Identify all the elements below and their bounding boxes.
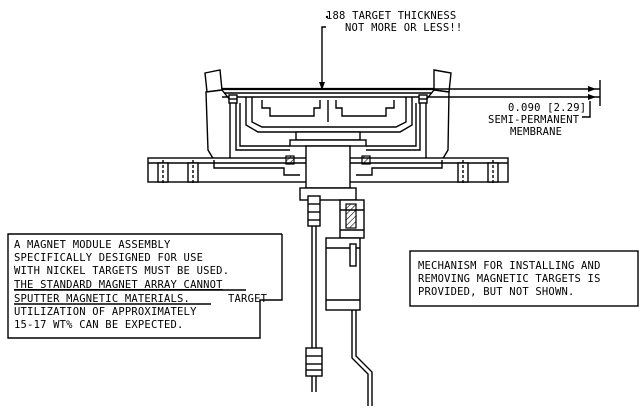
magnet-note-line-5: SPUTTER MAGNETIC MATERIALS. bbox=[14, 293, 190, 305]
magnet-note-line-3: WITH NICKEL TARGETS MUST BE USED. bbox=[14, 265, 229, 277]
clamp-ring bbox=[204, 69, 452, 161]
magnet-note-line-5b: TARGET bbox=[228, 293, 268, 305]
target-thickness-line-1: 188 TARGET THICKNESS bbox=[326, 10, 456, 22]
membrane-label-2: MEMBRANE bbox=[510, 126, 562, 138]
magnet-housing bbox=[235, 97, 421, 151]
magnet-note-line-1: A MAGNET MODULE ASSEMBLY bbox=[14, 239, 171, 251]
mechanism-note-box: MECHANISM FOR INSTALLING AND REMOVING MA… bbox=[409, 250, 639, 307]
magnet-note-line-2: SPECIFICALLY DESIGNED FOR USE bbox=[14, 252, 203, 264]
center-body bbox=[299, 145, 365, 239]
magnet-note-box: A MAGNET MODULE ASSEMBLY SPECIFICALLY DE… bbox=[7, 233, 283, 339]
magnet-note-line-7: 15-17 WT% CAN BE EXPECTED. bbox=[14, 319, 184, 331]
mechanism-note-line-3: PROVIDED, BUT NOT SHOWN. bbox=[418, 286, 575, 298]
tubing bbox=[305, 226, 373, 406]
magnet-note-line-6: UTILIZATION OF APPROXIMATELY bbox=[14, 306, 197, 318]
target-thickness-line-2: NOT MORE OR LESS!! bbox=[345, 22, 462, 34]
target-thickness-callout: 188 TARGET THICKNESS NOT MORE OR LESS!! bbox=[319, 10, 462, 90]
magnet-note-line-4: THE STANDARD MAGNET ARRAY CANNOT bbox=[14, 279, 223, 291]
membrane-dimension: 0.090 [2.29] bbox=[508, 102, 586, 114]
membrane-callout: 0.090 [2.29] SEMI-PERMANENT MEMBRANE bbox=[434, 80, 601, 138]
mechanism-note-line-1: MECHANISM FOR INSTALLING AND bbox=[418, 260, 601, 272]
mechanism-note-line-2: REMOVING MAGNETIC TARGETS IS bbox=[418, 273, 601, 285]
membrane-label-1: SEMI-PERMANENT bbox=[488, 114, 580, 126]
